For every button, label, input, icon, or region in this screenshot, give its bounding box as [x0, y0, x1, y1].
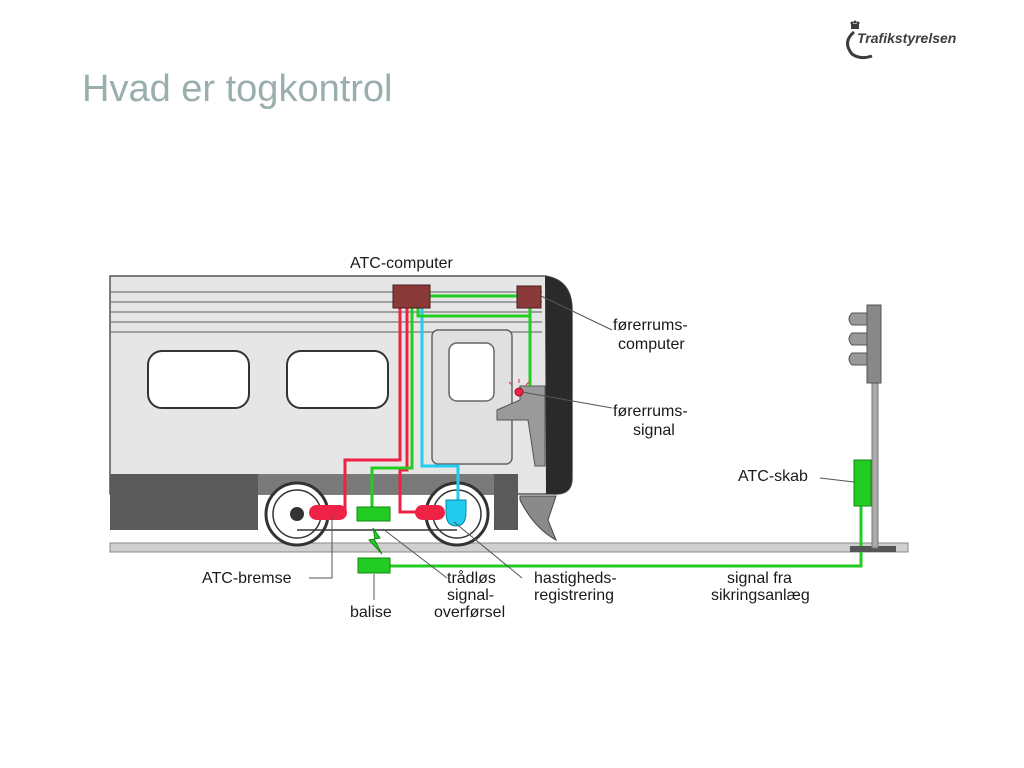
bogie-frame	[494, 474, 518, 530]
driver-console	[496, 385, 546, 467]
label-hastigheds: hastigheds- registrering	[534, 570, 621, 604]
onboard-antenna	[356, 506, 391, 522]
atc-brake-left	[309, 505, 347, 520]
crown-icon	[850, 20, 860, 29]
signal-glow-icon	[508, 379, 530, 386]
label-atc-bremse: ATC-bremse	[202, 570, 292, 587]
door-window	[448, 342, 495, 402]
trafikstyrelsen-logo	[846, 20, 873, 60]
wiring	[343, 294, 863, 568]
slide-title: Hvad er togkontrol	[82, 68, 393, 110]
label-forerrums-signal: førerrums- signal	[613, 403, 692, 439]
trackside-signal	[848, 304, 896, 552]
snow-plough	[519, 495, 557, 542]
label-signal-fra: signal fra sikringsanlæg	[711, 570, 810, 604]
leader-lines	[309, 295, 855, 600]
bogie-frame	[110, 474, 258, 530]
signal-lamp-hood	[848, 332, 868, 346]
logo-swoosh-icon	[846, 30, 873, 60]
signal-head	[866, 304, 882, 384]
label-forerrums-computer: førerrums- computer	[613, 317, 692, 353]
label-balise: balise	[350, 604, 392, 621]
signal-lamp-hood	[848, 352, 868, 366]
label-atc-skab: ATC-skab	[738, 468, 808, 485]
driver-signal-lamp	[514, 387, 524, 397]
rail-track	[109, 542, 909, 553]
signal-lamp-hood	[848, 312, 868, 326]
logo-text: Trafikstyrelsen	[857, 30, 957, 46]
atc-cabinet	[853, 459, 872, 507]
train-window	[147, 350, 250, 409]
driver-computer-box	[516, 285, 542, 309]
label-atc-computer: ATC-computer	[350, 255, 454, 272]
balise	[357, 557, 391, 574]
atc-computer-box	[392, 284, 431, 309]
wireless-bolt-icon	[368, 527, 383, 555]
label-tradlos: trådløs signal- overførsel	[434, 569, 505, 621]
atc-brake-right	[415, 505, 445, 520]
train-window	[286, 350, 389, 409]
speed-sensor	[445, 499, 467, 527]
